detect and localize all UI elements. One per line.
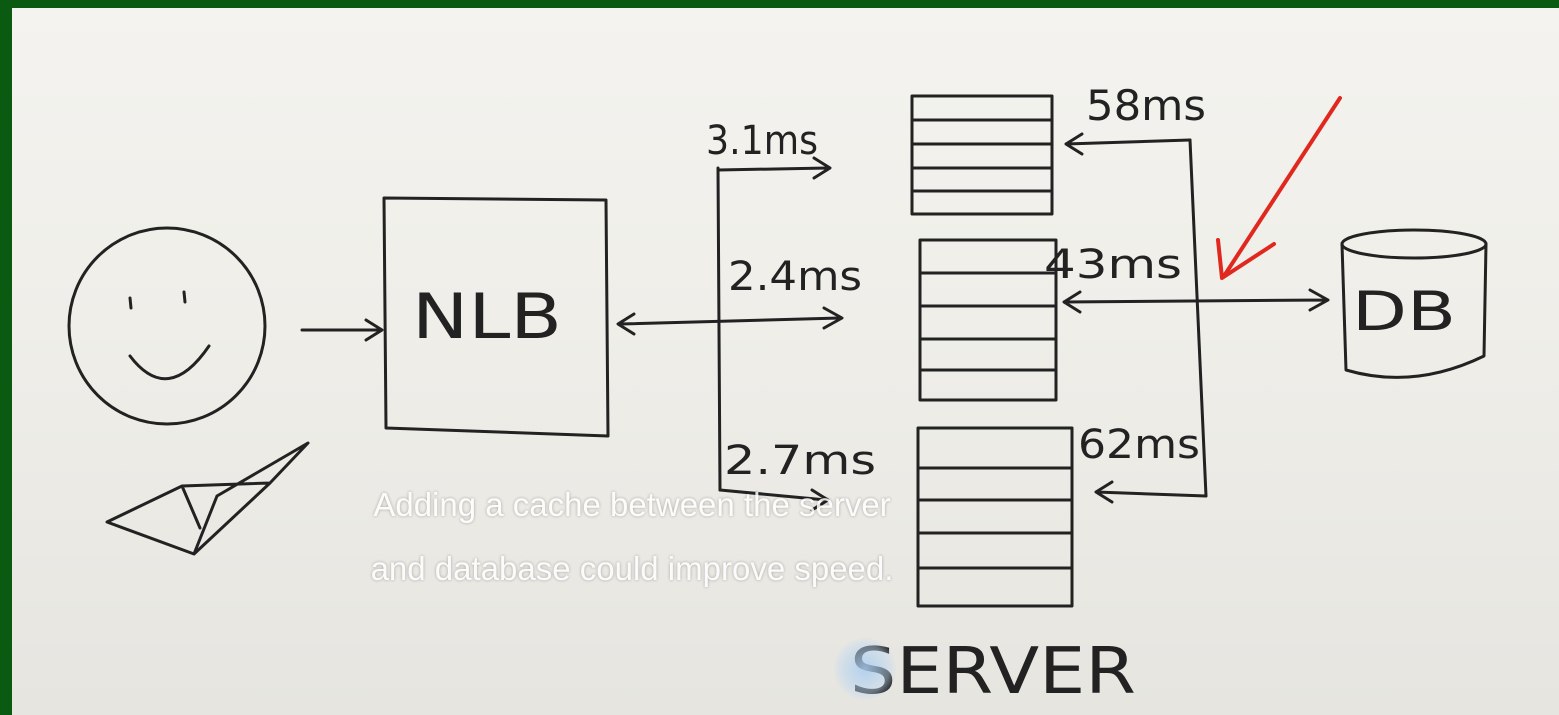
- db-arrow-top: [1064, 132, 1192, 156]
- whiteboard-diagram: NLB DB SERVER 3.1ms 2.4ms 2.7ms 58ms 43m…: [67, 81, 1488, 709]
- latency-label-db-1: 58ms: [1086, 81, 1206, 130]
- cursor-highlight: [834, 638, 896, 700]
- branch-arrow-top: [716, 156, 832, 180]
- nlb-server-arrow: [616, 306, 844, 336]
- branch-arrow-bottom: [718, 488, 830, 512]
- database-cylinder-icon: [1340, 228, 1488, 379]
- latency-label-nlb-2: 2.4ms: [728, 254, 862, 300]
- subtitle-line-1: Adding a cache between the server: [373, 486, 891, 523]
- nlb-branch-line: [716, 166, 722, 492]
- user-smiley-icon: [67, 226, 267, 426]
- latency-label-nlb-1: 3.1ms: [706, 118, 818, 164]
- subtitle-line-2: and database could improve speed.: [370, 550, 894, 587]
- nlb-label: NLB: [412, 280, 562, 353]
- latency-label-db-2: 43ms: [1044, 242, 1182, 288]
- db-label: DB: [1352, 280, 1456, 343]
- db-server-arrow: [1062, 288, 1330, 314]
- server-stack-2: [918, 238, 1058, 402]
- server-stack-3: [916, 426, 1074, 608]
- db-branch-line: [1188, 138, 1208, 498]
- latency-label-db-3: 62ms: [1078, 422, 1200, 468]
- nlb-box: [382, 196, 610, 438]
- db-arrow-bottom: [1094, 480, 1208, 504]
- red-highlight-arrow: [1216, 96, 1342, 280]
- server-label: SERVER: [850, 635, 1136, 709]
- laptop-icon: [105, 441, 310, 556]
- user-to-nlb-arrow: [300, 318, 384, 342]
- server-stack-1: [910, 94, 1054, 216]
- video-frame: NLB DB SERVER 3.1ms 2.4ms 2.7ms 58ms 43m…: [12, 8, 1559, 715]
- latency-label-nlb-3: 2.7ms: [724, 438, 876, 484]
